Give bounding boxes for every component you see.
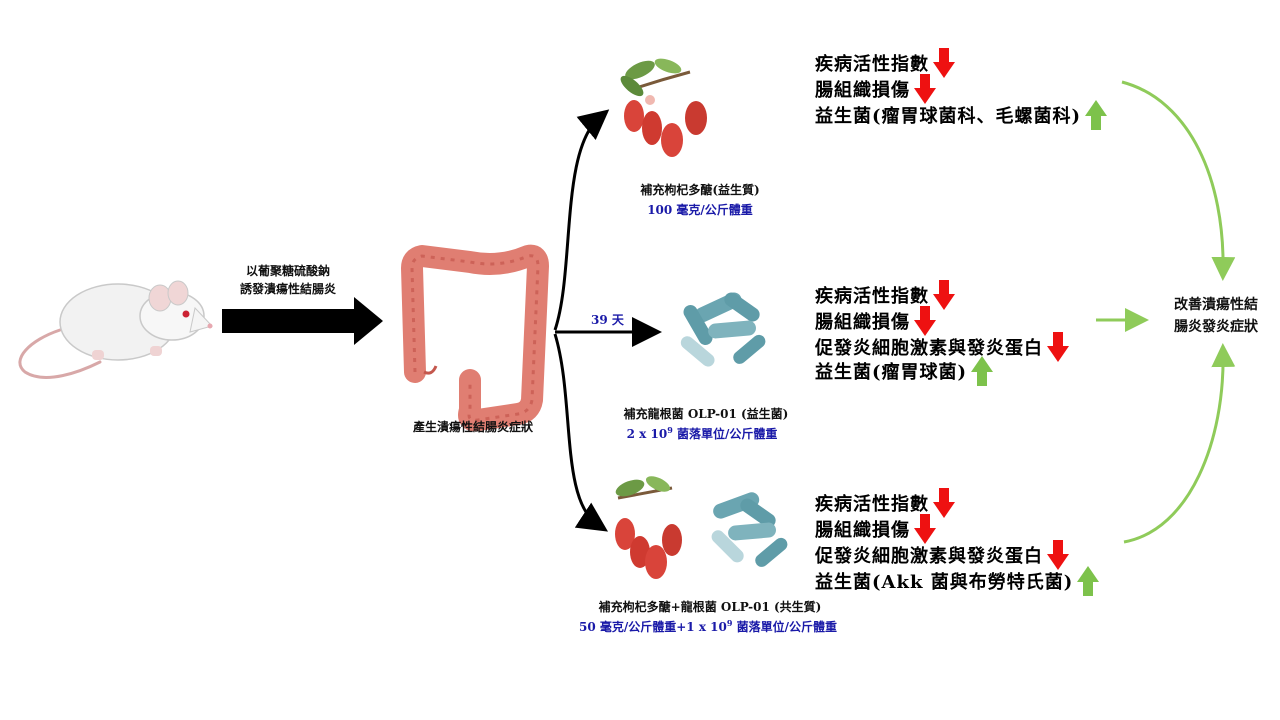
group1-dose: 100 毫克/公斤體重 xyxy=(647,203,753,217)
group2-dose-prefix: 2 x 10 xyxy=(626,427,668,441)
effect-text: 腸組織損傷 xyxy=(815,312,910,333)
down-arrow-icon xyxy=(1047,540,1069,570)
effect-text: 腸組織損傷 xyxy=(815,520,910,541)
goji-berry-icon xyxy=(615,476,682,579)
down-arrow-icon xyxy=(914,74,936,104)
group3-dose-exp: 9 xyxy=(726,618,733,628)
outcome-line2: 腸炎發炎症狀 xyxy=(1174,319,1258,335)
induction-line2: 誘發潰瘍性結腸炎 xyxy=(239,282,337,296)
up-arrow-icon xyxy=(1077,566,1100,596)
white-rat-icon xyxy=(18,280,213,379)
group3-effect-tissue-damage: 腸組織損傷 xyxy=(815,514,936,544)
down-arrow-icon xyxy=(914,514,936,544)
group3-dose-prefix: 50 毫克/公斤體重+1 x 10 xyxy=(578,620,727,634)
effect-text: 疾病活性指數 xyxy=(815,286,929,307)
induction-line1: 以葡聚糖硫酸鈉 xyxy=(245,264,331,278)
colon-icon xyxy=(401,244,549,432)
group2-effect-disease-activity: 疾病活性指數 xyxy=(815,280,955,310)
group2-effect-tissue-damage: 腸組織損傷 xyxy=(815,306,936,336)
down-arrow-icon xyxy=(933,48,955,78)
group2-dose-suffix: 菌落單位/公斤體重 xyxy=(672,427,778,441)
group3-effect-cytokines: 促發炎細胞激素與發炎蛋白 xyxy=(815,540,1069,570)
effect-text: 疾病活性指數 xyxy=(815,494,929,515)
group3-effect-disease-activity: 疾病活性指數 xyxy=(815,488,955,518)
group3-name: 補充枸杞多醣+龍根菌 OLP-01 (共生質) xyxy=(598,600,822,614)
outcome-line1: 改善潰瘍性結 xyxy=(1174,297,1258,313)
bacteria-icon xyxy=(711,492,788,567)
induction-arrow xyxy=(222,297,383,345)
effect-text: 益生菌(瘤胃球菌科、毛螺菌科) xyxy=(815,106,1082,127)
group3-dose-suffix: 菌落單位/公斤體重 xyxy=(732,620,838,634)
up-arrow-icon xyxy=(1085,100,1108,130)
bacteria-icon xyxy=(680,292,766,367)
branch-arrows xyxy=(553,109,662,532)
group2-dose: 2 x 109 菌落單位/公斤體重 xyxy=(627,425,778,442)
group1-name: 補充枸杞多醣(益生質) xyxy=(640,183,760,197)
colitis-label: 產生潰瘍性結腸炎症狀 xyxy=(412,420,534,434)
down-arrow-icon xyxy=(933,488,955,518)
group3-dose: 50 毫克/公斤體重+1 x 109 菌落單位/公斤體重 xyxy=(579,618,837,635)
group2-effect-probiotics: 益生菌(瘤胃球菌) xyxy=(815,356,994,386)
effect-text: 腸組織損傷 xyxy=(815,80,910,101)
outcome-connectors xyxy=(1096,80,1236,544)
group2-dose-exp: 9 xyxy=(667,425,673,435)
group2-effect-cytokines: 促發炎細胞激素與發炎蛋白 xyxy=(815,332,1069,362)
goji-berry-icon xyxy=(620,58,707,157)
effect-text: 促發炎細胞激素與發炎蛋白 xyxy=(815,338,1043,359)
effect-text: 疾病活性指數 xyxy=(815,54,929,75)
effect-text: 益生菌(瘤胃球菌) xyxy=(815,362,968,383)
group1-effect-probiotics: 益生菌(瘤胃球菌科、毛螺菌科) xyxy=(815,100,1108,130)
down-arrow-icon xyxy=(1047,332,1069,362)
up-arrow-icon xyxy=(971,356,994,386)
effect-text: 益生菌(Akk 菌與布勞特氏菌) xyxy=(815,572,1074,593)
down-arrow-icon xyxy=(914,306,936,336)
group1-effect-tissue-damage: 腸組織損傷 xyxy=(815,74,936,104)
group3-effect-probiotics: 益生菌(Akk 菌與布勞特氏菌) xyxy=(815,566,1100,596)
effect-text: 促發炎細胞激素與發炎蛋白 xyxy=(815,546,1043,567)
outcome-label: 改善潰瘍性結 腸炎發炎症狀 xyxy=(1174,294,1258,338)
duration-label: 39 天 xyxy=(591,313,624,327)
induction-label: 以葡聚糖硫酸鈉 誘發潰瘍性結腸炎 xyxy=(240,262,336,298)
down-arrow-icon xyxy=(933,280,955,310)
group1-effect-disease-activity: 疾病活性指數 xyxy=(815,48,955,78)
group2-name: 補充龍根菌 OLP-01 (益生菌) xyxy=(623,407,789,421)
